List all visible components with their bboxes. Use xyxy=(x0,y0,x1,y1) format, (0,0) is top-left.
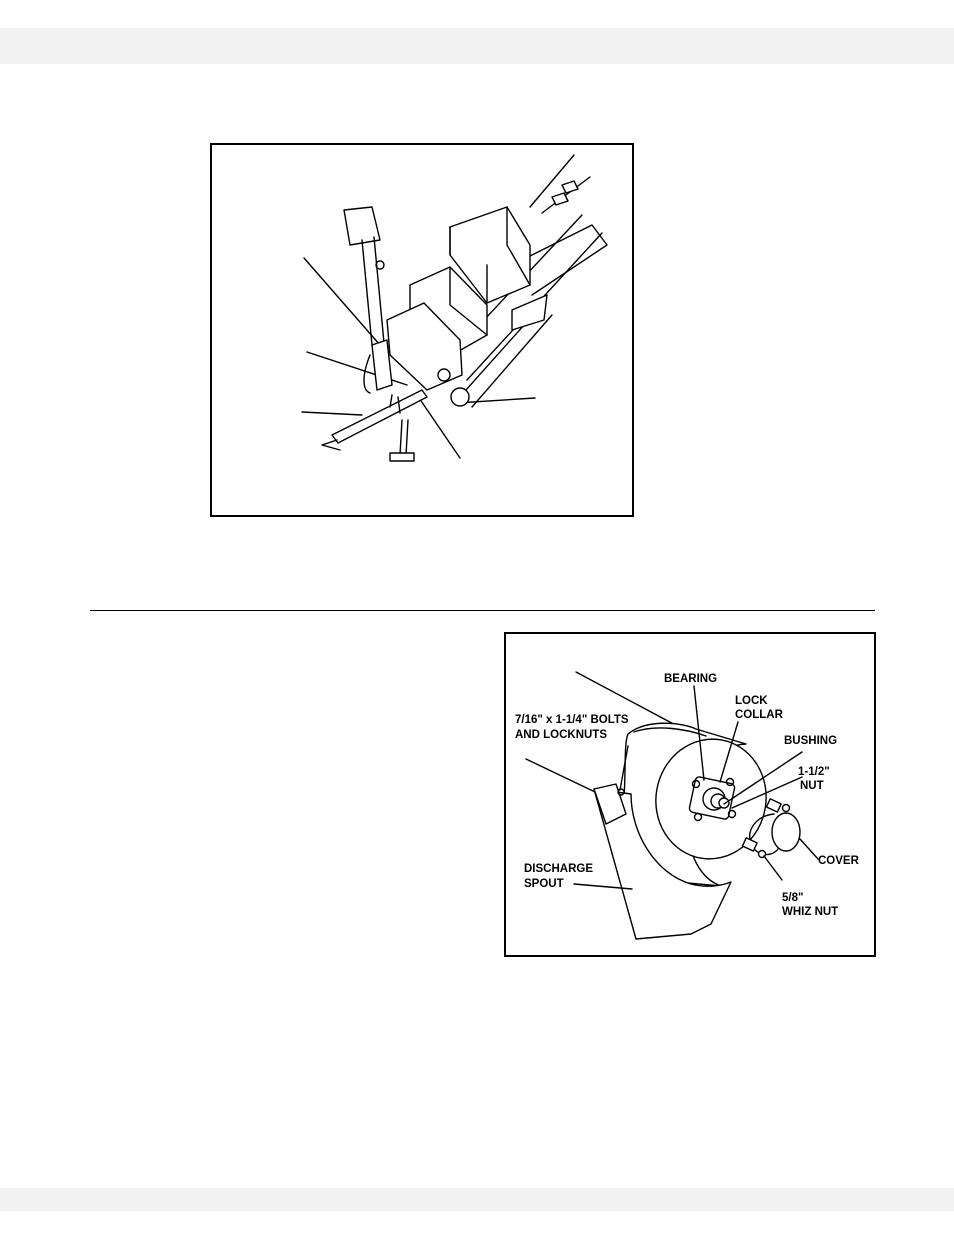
lock-collar-label-line2: COLLAR xyxy=(735,709,783,721)
discharge-spout-label-line1: DISCHARGE xyxy=(524,863,594,875)
nut-label-line2: NUT xyxy=(800,780,824,792)
auger-hopper-illustration xyxy=(301,154,608,462)
cover-label: COVER xyxy=(818,855,859,867)
discharge-spout-label-line2: SPOUT xyxy=(524,878,564,890)
bolts-label-line1: 7/16" x 1-1/4" BOLTS xyxy=(515,714,629,726)
header-band xyxy=(0,28,954,64)
lock-collar-label-line1: LOCK xyxy=(735,695,768,707)
bushing-label: BUSHING xyxy=(784,735,838,747)
discharge-assembly-illustration xyxy=(525,671,819,940)
whiz-nut-label-line2: WHIZ NUT xyxy=(782,906,839,918)
auger-figure xyxy=(210,143,634,517)
bearing-label: BEARING xyxy=(664,673,718,685)
footer-band xyxy=(0,1188,954,1211)
whiz-nut-label-line1: 5/8" xyxy=(782,892,804,904)
bolts-label-line2: AND LOCKNUTS xyxy=(515,729,607,741)
section-divider xyxy=(90,610,875,611)
discharge-assembly-figure: BEARING LOCK COLLAR 7/16" x 1-1/4" BOLTS… xyxy=(504,632,876,957)
nut-label-line1: 1-1/2" xyxy=(798,766,830,778)
